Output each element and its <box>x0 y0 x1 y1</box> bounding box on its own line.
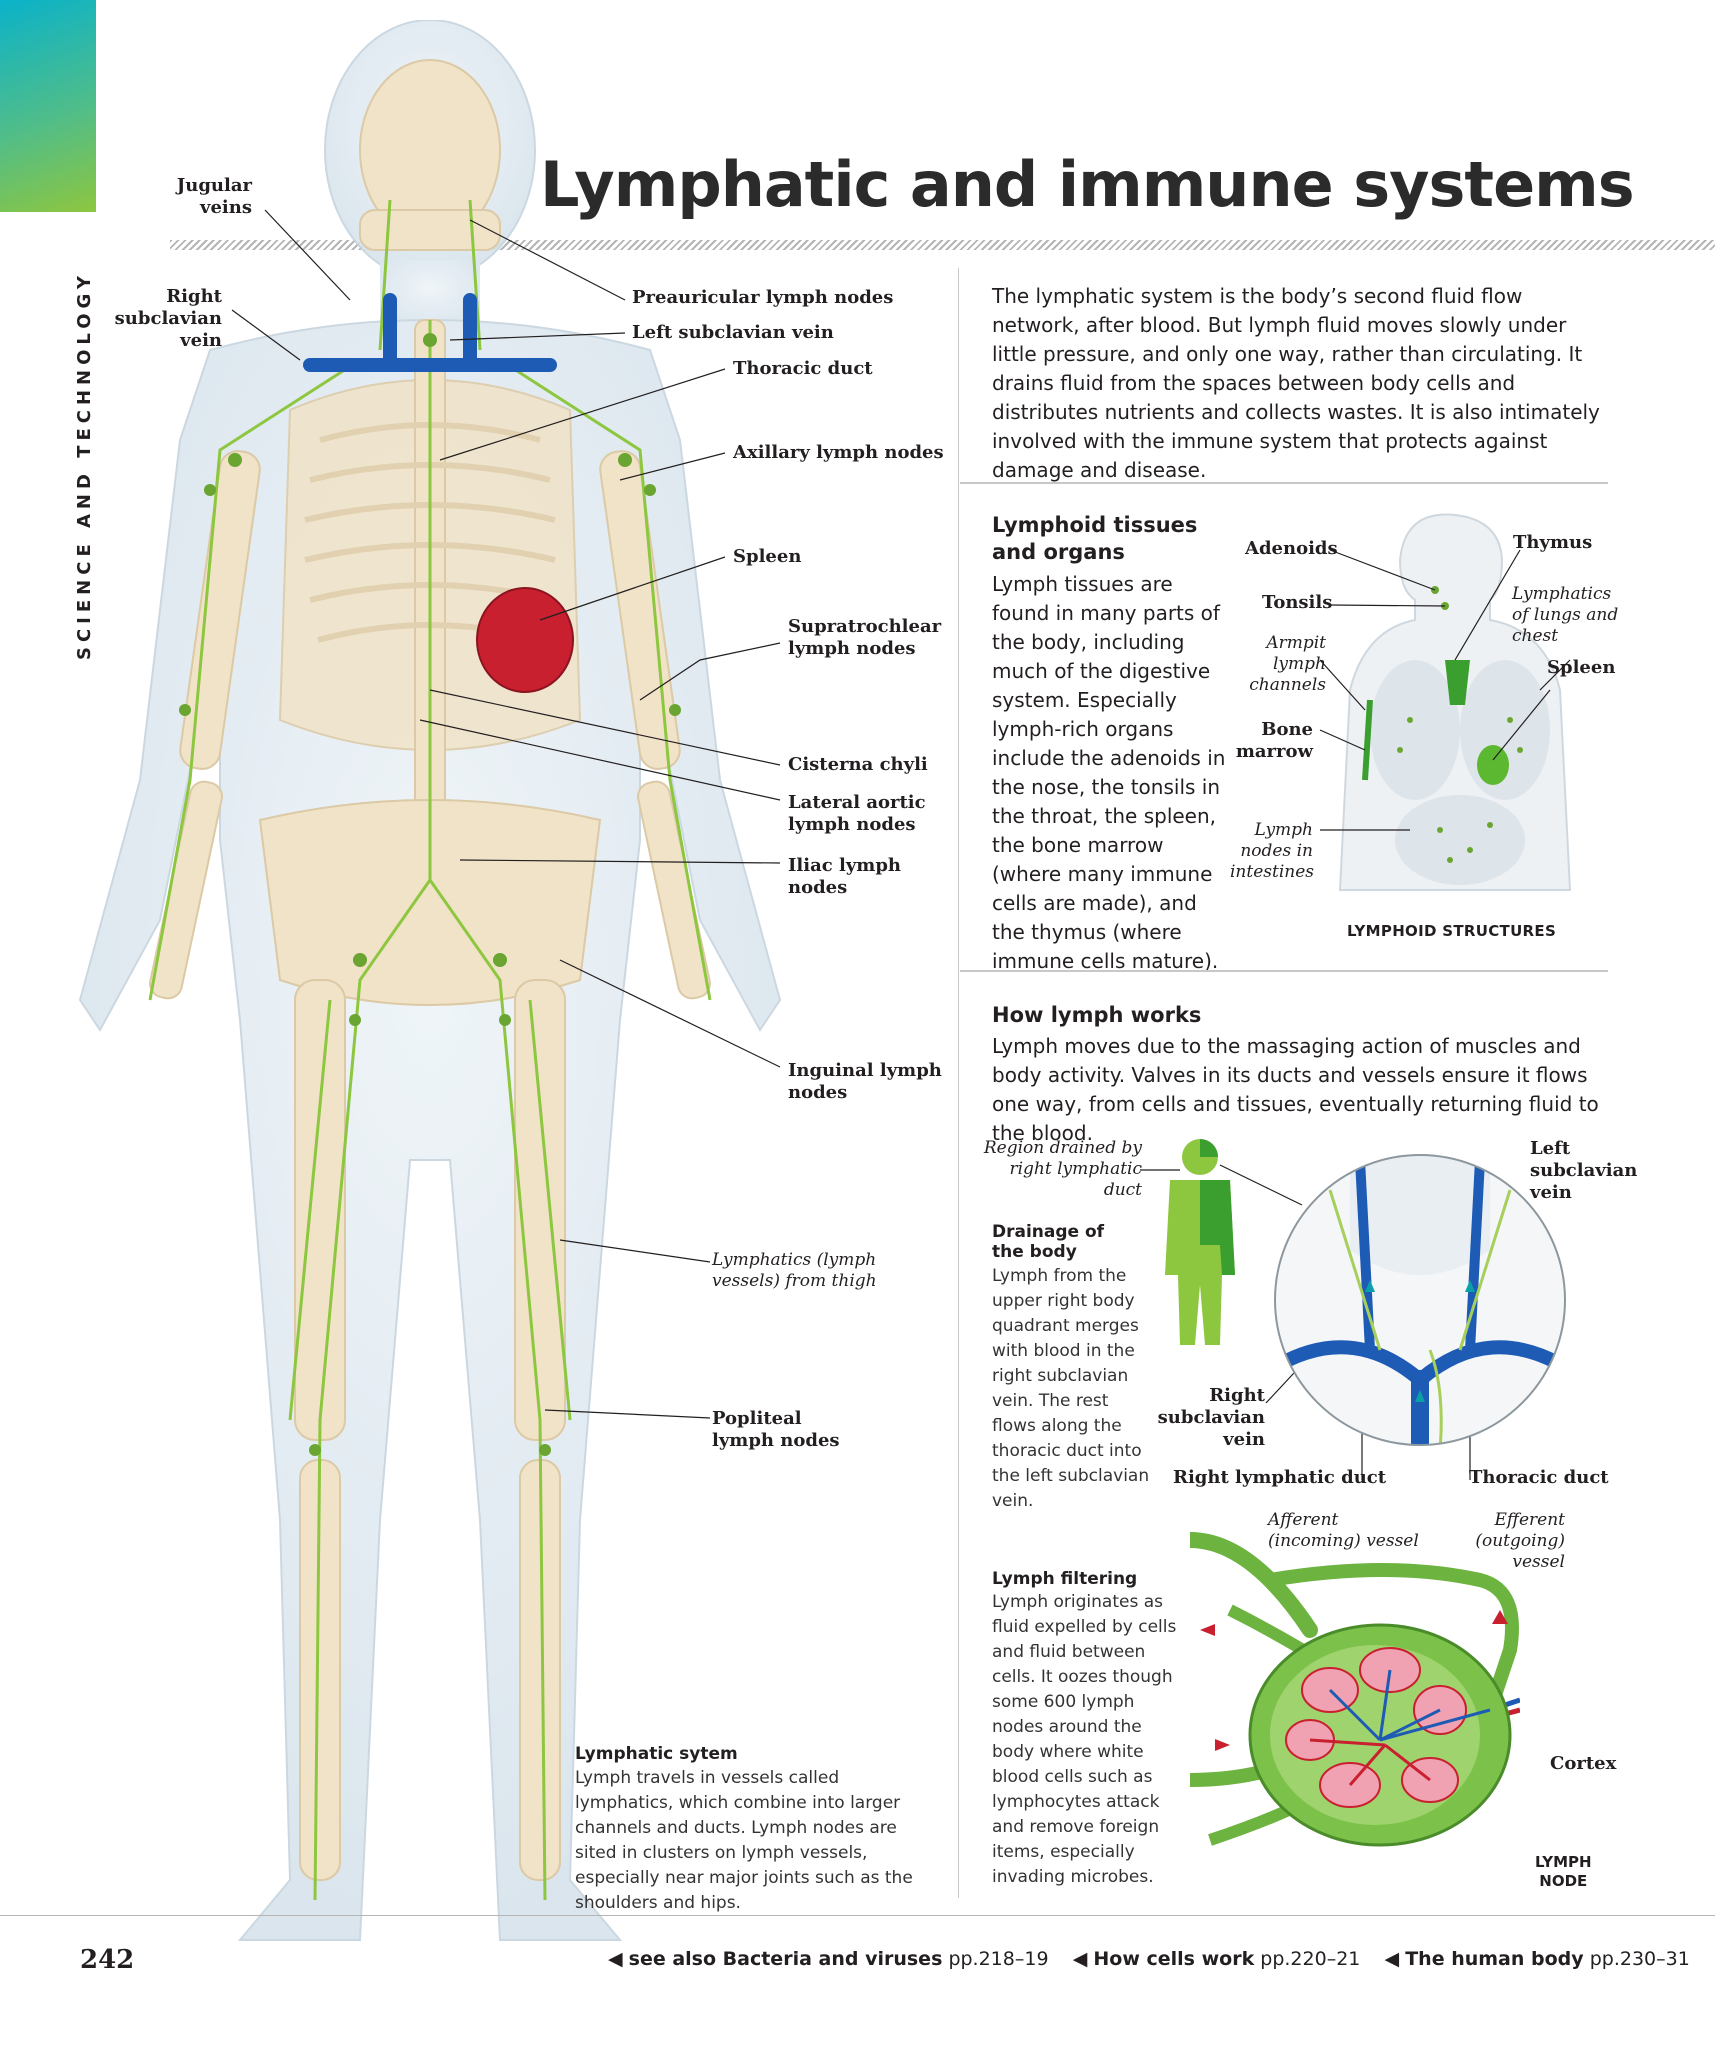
lymph-node-diagram <box>1190 1532 1520 1847</box>
lymph-filtering-heading: Lymph filtering <box>992 1569 1138 1589</box>
xref-how-cells-work[interactable]: ◀ How cells work pp.220–21 <box>1072 1948 1361 1970</box>
label-iliac-lymph-nodes: Iliac lymph nodes <box>788 855 902 898</box>
section-tab <box>0 0 96 212</box>
label-right-subclavian-how: Right subclavian vein <box>1157 1385 1265 1450</box>
lymphatic-system-heading: Lymphatic sytem <box>575 1744 738 1764</box>
page-number: 242 <box>80 1945 135 1975</box>
label-spleen: Spleen <box>733 546 802 567</box>
label-right-lymphatic-duct: Right lymphatic duct <box>1173 1467 1387 1488</box>
label-preauricular-lymph-nodes: Preauricular lymph nodes <box>632 287 894 308</box>
label-efferent-vessel: Efferent (outgoing) vessel <box>1475 1510 1565 1572</box>
page-title: Lymphatic and immune systems <box>540 148 1635 221</box>
label-cisterna-chyli: Cisterna chyli <box>788 754 928 775</box>
cross-references: ◀ see also Bacteria and viruses pp.218–1… <box>608 1948 1690 1970</box>
how-lymph-works-heading: How lymph works <box>992 1003 1202 1027</box>
title-hatch-rule <box>170 240 1715 250</box>
body-leader-lines <box>231 209 781 1419</box>
label-adenoids: Adenoids <box>1245 538 1338 559</box>
label-supratrochlear-lymph-nodes: Supratrochlear lymph nodes <box>788 616 942 659</box>
lymphatic-system-text: Lymph travels in vessels called lymphati… <box>575 1768 913 1913</box>
label-axillary-lymph-nodes: Axillary lymph nodes <box>733 442 944 463</box>
label-thoracic-duct: Thoracic duct <box>733 358 873 379</box>
lymphoid-text: Lymph tissues are found in many parts of… <box>992 572 1226 973</box>
column-divider <box>958 268 959 1898</box>
section-divider <box>960 970 1608 972</box>
spleen-organ <box>476 587 574 693</box>
label-spleen-lymphoid: Spleen <box>1547 657 1616 678</box>
label-armpit-lymph-channels: Armpit lymph channels <box>1249 633 1326 695</box>
xref-human-body[interactable]: ◀ The human body pp.230–31 <box>1384 1948 1690 1970</box>
section-divider <box>960 482 1608 484</box>
human-body-illustration <box>78 20 782 1941</box>
how-lymph-works-text: Lymph moves due to the massaging action … <box>992 1034 1599 1145</box>
lymph-filtering-text: Lymph originates as fluid expelled by ce… <box>992 1592 1177 1887</box>
drainage-figure <box>1165 1139 1235 1345</box>
label-afferent-vessel: Afferent (incoming) vessel <box>1268 1510 1419 1551</box>
label-bone-marrow: Bone marrow <box>1235 719 1313 762</box>
lymph-node-caption: LYMPH NODE <box>1535 1853 1592 1890</box>
label-right-subclavian-vein: Right subclavian vein <box>114 286 222 351</box>
label-inguinal-lymph-nodes: Inguinal lymph nodes <box>788 1060 942 1103</box>
xref-bacteria-viruses[interactable]: ◀ see also Bacteria and viruses pp.218–1… <box>608 1948 1049 1970</box>
label-jugular-veins: Jugular veins <box>176 175 252 218</box>
label-tonsils: Tonsils <box>1262 592 1333 613</box>
veins <box>303 293 557 372</box>
intro-text: The lymphatic system is the body’s secon… <box>992 284 1600 482</box>
label-thymus: Thymus <box>1513 532 1593 553</box>
label-lymph-nodes-intestines: Lymph nodes in intestines <box>1230 820 1315 882</box>
label-left-subclavian-how: Left subclavian vein <box>1530 1138 1638 1203</box>
footer-rule <box>0 1915 1715 1916</box>
neck-veins-circle-diagram <box>1274 1154 1566 1446</box>
drainage-text: Lymph from the upper right body quadrant… <box>992 1266 1150 1511</box>
label-cortex: Cortex <box>1550 1753 1617 1774</box>
label-lymphatics-lungs-chest: Lymphatics of lungs and chest <box>1512 584 1619 646</box>
label-lymphatics-from-thigh: Lymphatics (lymph vessels) from thigh <box>712 1250 877 1291</box>
drainage-heading: Drainage of the body <box>992 1222 1105 1262</box>
lymphoid-structures-diagram <box>1319 513 1572 891</box>
label-region-drained: Region drained by right lymphatic duct <box>983 1138 1142 1200</box>
label-popliteal-lymph-nodes: Popliteal lymph nodes <box>712 1408 840 1451</box>
label-thoracic-duct-how: Thoracic duct <box>1469 1467 1609 1488</box>
lymphoid-heading: Lymphoid tissues and organs <box>992 513 1198 564</box>
label-left-subclavian-vein: Left subclavian vein <box>632 322 834 343</box>
label-lateral-aortic-lymph-nodes: Lateral aortic lymph nodes <box>788 792 926 835</box>
lymphoid-caption: LYMPHOID STRUCTURES <box>1347 922 1557 940</box>
lymph-vessels <box>148 199 712 1901</box>
